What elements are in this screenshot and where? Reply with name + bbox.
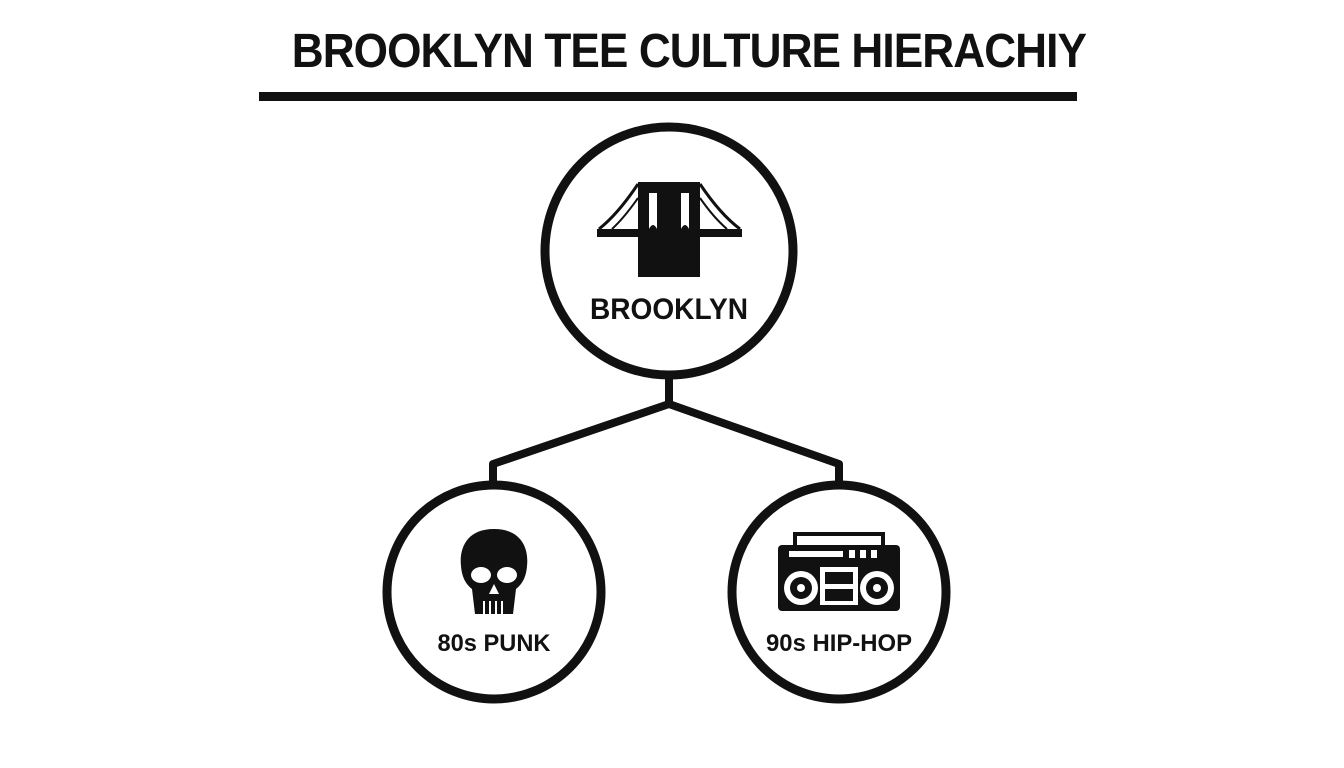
- boombox-icon: [778, 532, 900, 611]
- node-90s-hip-hop: 90s HIP-HOP: [727, 480, 951, 704]
- title-underline: [259, 92, 1077, 101]
- node-label-90s-hip-hop: 90s HIP-HOP: [766, 630, 912, 657]
- connectors: [489, 374, 843, 487]
- node-label-80s-punk: 80s PUNK: [438, 630, 552, 657]
- node-brooklyn: BROOKLYN: [540, 122, 798, 380]
- diagram-title: BROOKLYN TEE CULTURE HIERACHIY: [291, 25, 1087, 78]
- node-80s-punk: 80s PUNK: [382, 480, 606, 704]
- node-label-brooklyn: BROOKLYN: [590, 293, 748, 326]
- skull-icon: [460, 529, 528, 614]
- bridge-icon: [597, 182, 742, 277]
- connector-to-80s-punk: [489, 400, 673, 487]
- connector-to-90s-hip-hop: [665, 400, 843, 487]
